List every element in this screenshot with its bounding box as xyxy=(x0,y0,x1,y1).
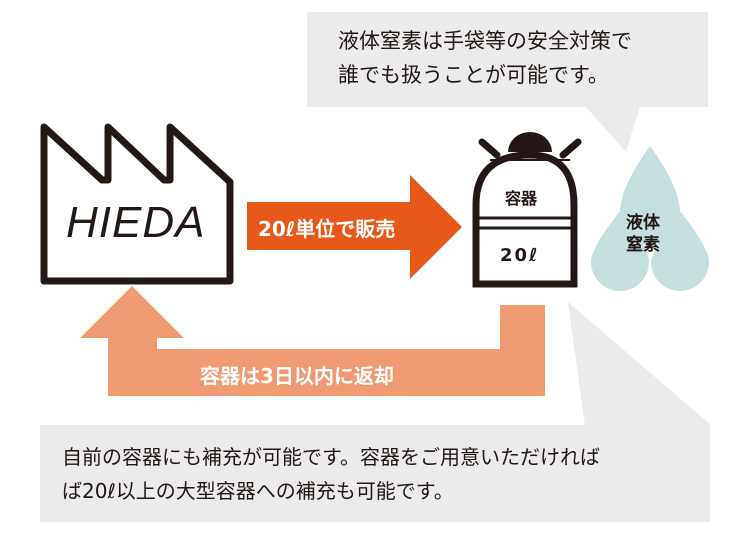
factory-brand: HIEDA xyxy=(66,198,206,247)
sale-arrow xyxy=(247,175,462,279)
top-callout-bubble xyxy=(307,12,708,152)
bottom-callout-text-line-1: 自前の容器にも補充が可能です。容器をご用意いただければ xyxy=(62,445,600,469)
return-arrow xyxy=(80,286,545,396)
container-volume: 20ℓ xyxy=(500,245,540,266)
sale-arrow-label: 20ℓ単位で販売 xyxy=(258,217,396,241)
container-label: 容器 xyxy=(505,189,538,208)
factory-icon xyxy=(40,123,234,285)
top-callout-text-line-2: 誰でも扱うことが可能です。 xyxy=(338,63,609,87)
liquid-nitrogen-drops xyxy=(590,146,710,291)
bottom-callout-text-line-2: ば20ℓ以上の大型容器への補充も可能です。 xyxy=(62,479,454,503)
liquid-label-line-2: 窒素 xyxy=(626,235,660,255)
bottom-callout-bubble xyxy=(40,302,712,522)
return-arrow-label: 容器は3日以内に返却 xyxy=(200,364,394,388)
top-callout-text-line-1: 液体窒素は手袋等の安全対策で xyxy=(338,29,632,53)
container-icon xyxy=(472,132,582,288)
liquid-label-line-1: 液体 xyxy=(626,213,660,233)
